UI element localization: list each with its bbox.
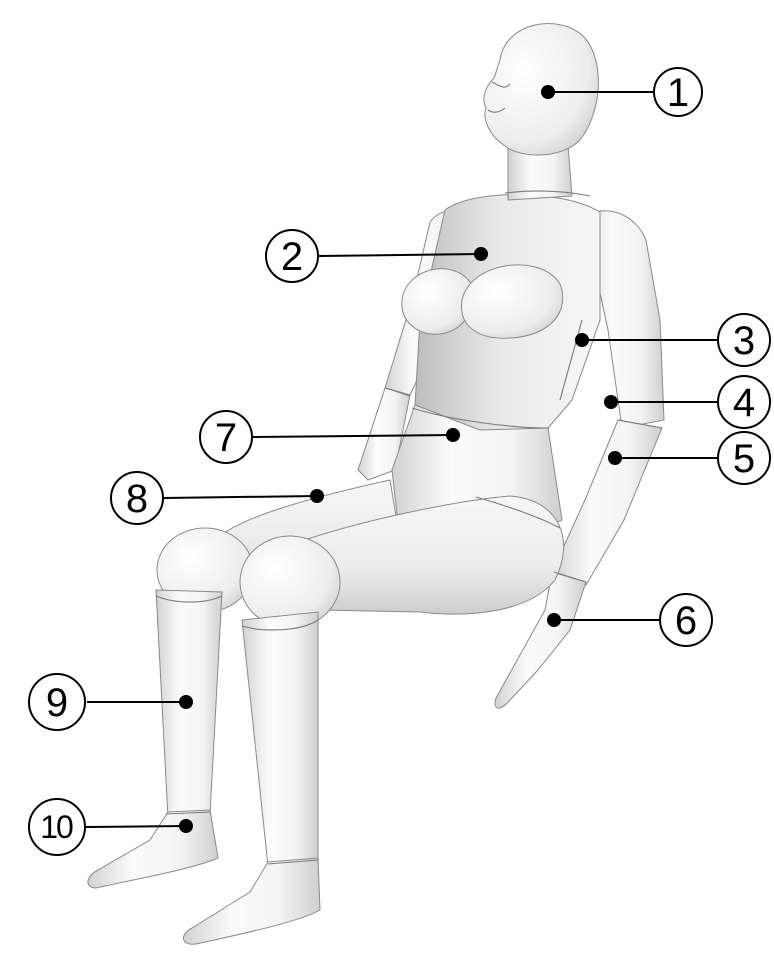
- callout-2: 2: [266, 230, 318, 282]
- callout-6: 6: [660, 594, 712, 646]
- far-foot: [88, 810, 218, 888]
- callout-5: 5: [718, 432, 770, 484]
- callout-9: 9: [29, 674, 85, 730]
- callout-1: 1: [654, 68, 702, 116]
- callout-4-label: 4: [733, 381, 755, 425]
- near-shin: [242, 612, 318, 866]
- near-foot: [183, 858, 320, 944]
- callout-1-label: 1: [667, 71, 689, 115]
- callout-3-label: 3: [733, 319, 755, 363]
- callout-7: 7: [200, 411, 252, 463]
- callout-2-label: 2: [281, 235, 303, 279]
- callout-6-label: 6: [675, 599, 697, 643]
- callout-8-label: 8: [126, 477, 148, 521]
- callout-10-label: 10: [40, 809, 73, 845]
- callout-8: 8: [111, 472, 163, 524]
- callout-10: 10: [29, 799, 85, 855]
- callout-7-label: 7: [215, 416, 237, 460]
- callout-3: 3: [718, 314, 770, 366]
- callout-5-label: 5: [733, 437, 755, 481]
- callout-9-label: 9: [46, 681, 68, 725]
- callout-4: 4: [718, 376, 770, 428]
- near-forearm: [552, 420, 662, 585]
- head: [484, 24, 599, 156]
